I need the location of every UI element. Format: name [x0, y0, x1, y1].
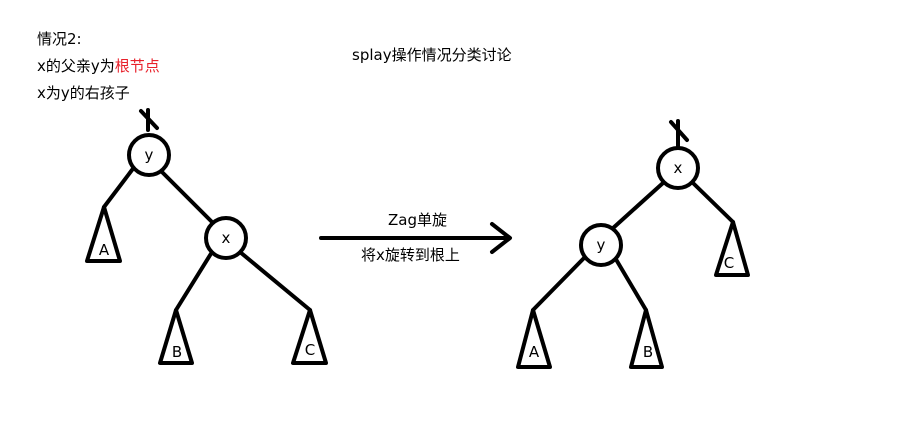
after-subtree-b-triangle [629, 308, 664, 369]
after-subtree-a-triangle [516, 308, 552, 369]
before-subtree-b-label: B [172, 343, 182, 361]
before-subtree-b-triangle [158, 308, 194, 365]
before-edge-y-x [159, 169, 214, 224]
before-node-y-label: y [145, 146, 154, 164]
before-subtree-c-label: C [305, 341, 315, 359]
case-label: 情况2: [37, 30, 82, 48]
after-subtree-a-label: A [529, 343, 540, 361]
before-node-x-label: x [222, 229, 231, 247]
after-subtree-b-label: B [643, 343, 653, 361]
before-root-parent-mark [139, 108, 159, 132]
before-edge-x-c [238, 250, 312, 312]
rotation-arrow [319, 222, 512, 254]
operation-description: 将x旋转到根上 [361, 246, 460, 264]
before-tree [85, 108, 328, 365]
after-subtree-c-label: C [724, 254, 734, 272]
after-edge-x-c [691, 181, 735, 224]
after-root-parent-mark [669, 119, 689, 149]
before-subtree-a-label: A [99, 241, 110, 259]
after-node-x-label: x [674, 159, 683, 177]
after-edge-y-b [612, 254, 648, 312]
after-edge-y-a [531, 254, 588, 312]
arrow-head [490, 222, 512, 254]
after-node-x [656, 146, 700, 190]
after-node-y [579, 223, 623, 267]
condition-root: x的父亲y为根节点 [37, 59, 160, 74]
operation-name: Zag单旋 [388, 211, 447, 229]
before-subtree-c-triangle [291, 308, 328, 365]
condition-root-prefix: x的父亲y为 [37, 57, 115, 75]
after-tree [516, 119, 750, 369]
after-edge-x-y [610, 181, 665, 231]
before-edge-y-a [102, 164, 137, 209]
after-subtree-c-triangle [714, 220, 750, 277]
before-edge-x-b [174, 250, 214, 312]
before-node-y [127, 133, 171, 177]
after-node-y-label: y [597, 236, 606, 254]
before-node-x [204, 216, 248, 260]
condition-root-highlight: 根节点 [114, 57, 160, 75]
before-subtree-a-triangle [85, 205, 122, 263]
condition-right-child: x为y的右孩子 [37, 84, 130, 102]
page-title: splay操作情况分类讨论 [352, 46, 512, 64]
